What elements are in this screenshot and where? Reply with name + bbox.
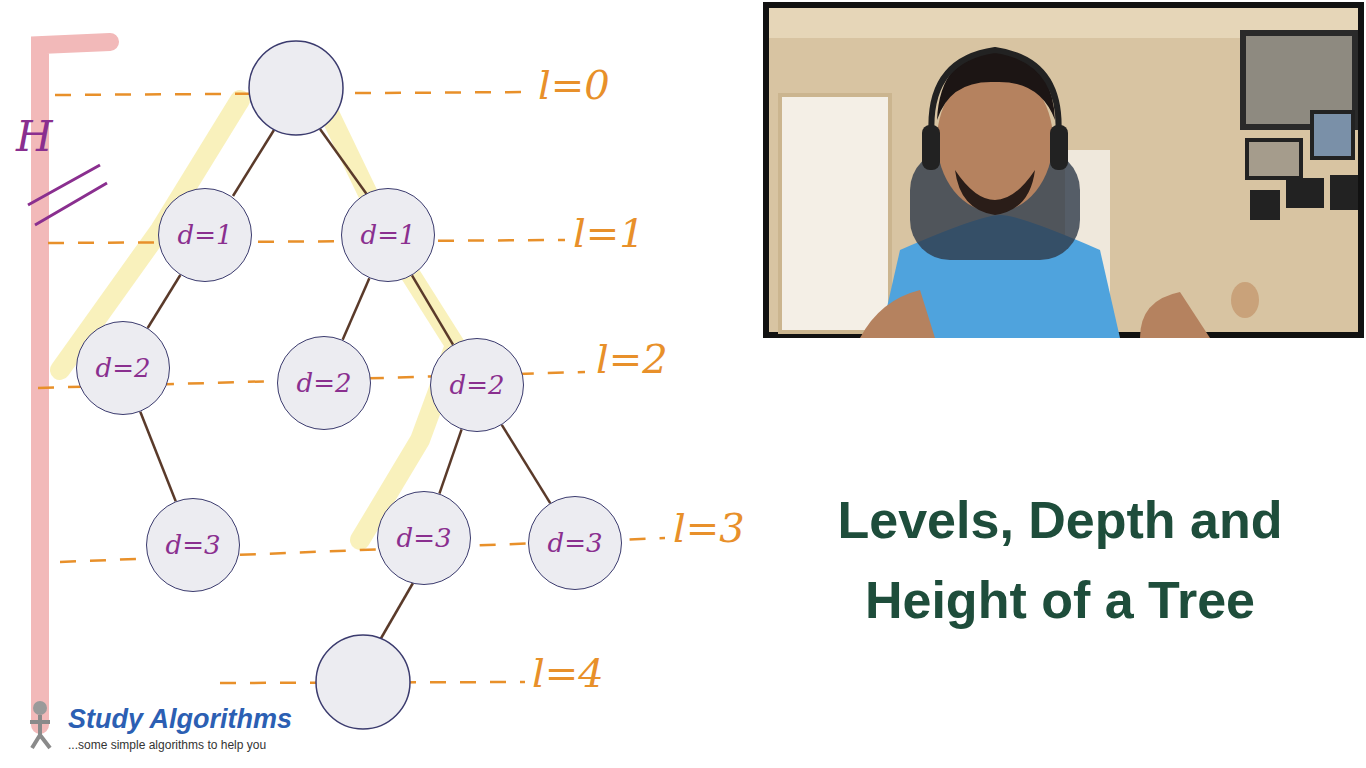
depth-text: d=2	[450, 370, 505, 400]
tree-edge	[343, 278, 370, 340]
logo-tagline: ...some simple algorithms to help you	[68, 738, 266, 752]
depth-text: d=1	[178, 220, 233, 250]
depth-text: d=3	[166, 530, 221, 560]
level-label: l=4	[532, 650, 604, 696]
highlight-path	[330, 115, 455, 540]
tree-node-circle: d=3	[528, 496, 622, 590]
leaf-circle	[316, 635, 410, 729]
tree-edge	[148, 275, 181, 328]
depth-text: d=2	[297, 368, 352, 398]
tree-node-circle: d=2	[430, 338, 524, 432]
level-label: l=0	[538, 62, 610, 108]
depth-text: d=2	[96, 353, 151, 383]
slide-title: Levels, Depth and Height of a Tree	[815, 480, 1305, 640]
height-label: H	[16, 112, 53, 161]
logo-name: Study Algorithms	[68, 704, 292, 735]
level-label: l=1	[573, 210, 645, 256]
tree-node-circle: d=3	[377, 491, 471, 585]
level-label: l=2	[596, 336, 668, 382]
webcam-video	[763, 2, 1364, 338]
tree-node-circle: d=2	[76, 321, 170, 415]
root-circle	[249, 41, 343, 135]
logo-figure	[30, 701, 50, 748]
tree-edge	[439, 429, 461, 493]
tree-node-circle: d=1	[158, 188, 252, 282]
tree-node-circle: d=1	[341, 188, 435, 282]
level-label: l=3	[673, 505, 745, 551]
tick-marks	[28, 165, 107, 225]
depth-text: d=3	[548, 528, 603, 558]
depth-text: d=1	[361, 220, 416, 250]
tree-edge	[502, 425, 550, 503]
level-lines	[38, 92, 665, 683]
depth-text: d=3	[397, 523, 452, 553]
tree-node-circle: d=2	[277, 336, 371, 430]
tree-node-circle: d=3	[146, 498, 240, 592]
tree-edge	[140, 412, 175, 502]
tree-edge	[412, 275, 453, 344]
